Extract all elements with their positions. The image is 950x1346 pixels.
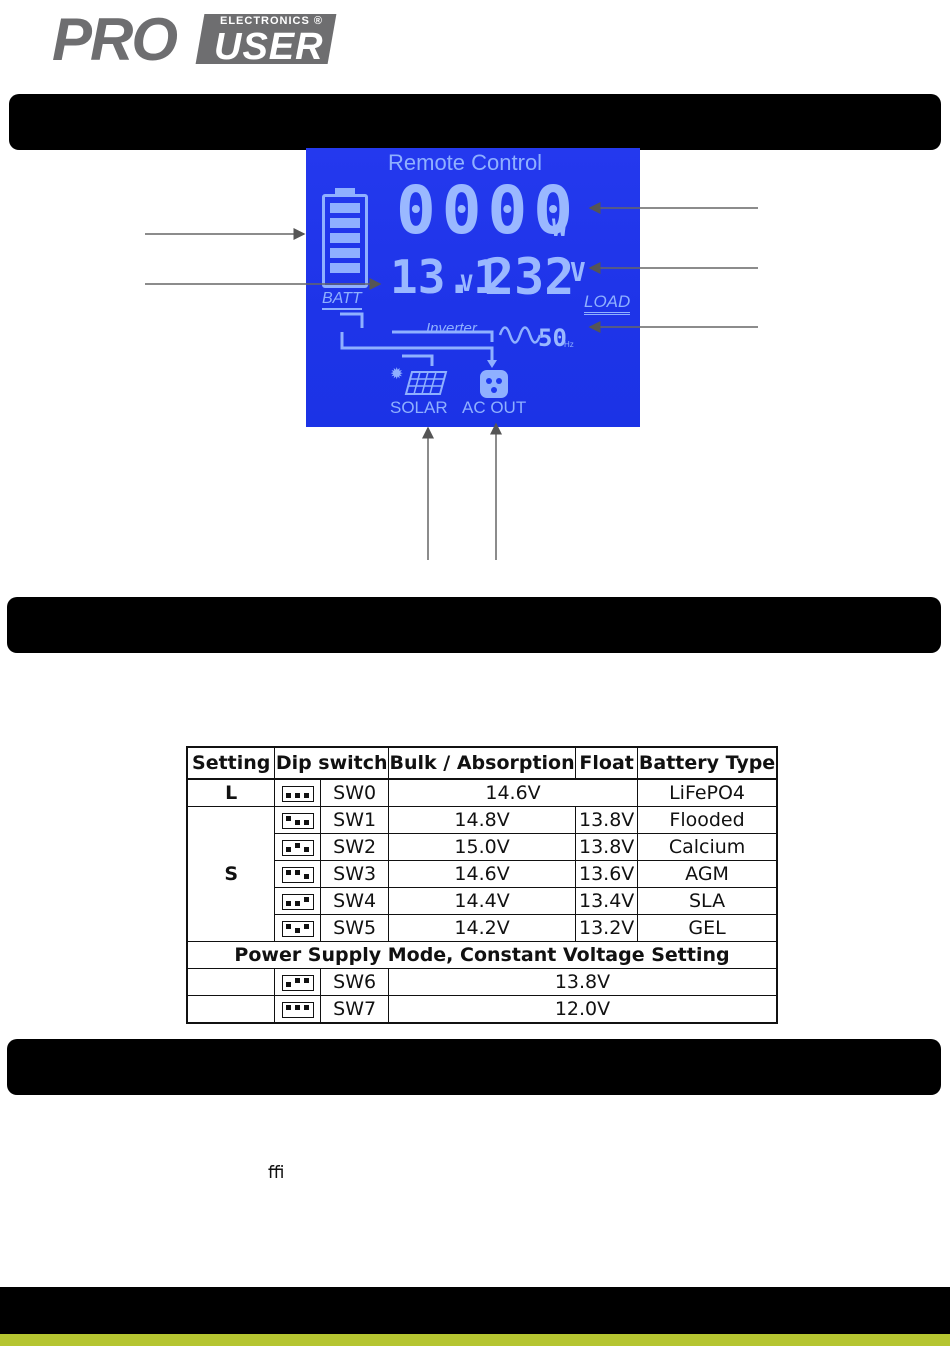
dip-switch-icon xyxy=(281,974,314,991)
dip-switch-icon xyxy=(281,866,314,883)
type-cell: LiFePO4 xyxy=(637,778,778,807)
table-header-row: Setting Dip switch Bulk / Absorption Flo… xyxy=(186,746,778,780)
table-row: SW2 15.0V 13.8V Calcium xyxy=(187,833,778,861)
bulk-cell: 14.6V xyxy=(387,778,639,807)
table-row: SW4 14.4V 13.4V SLA xyxy=(187,887,778,915)
type-cell: SLA xyxy=(637,887,778,915)
output-voltage-readout: 232 xyxy=(484,248,575,306)
dip-switch-icon xyxy=(281,1001,314,1018)
solar-label: SOLAR xyxy=(390,398,448,417)
logo-user-text: USER xyxy=(214,26,324,68)
footer-accent-stripe xyxy=(0,1334,950,1346)
stray-ligature-text: ﬃ xyxy=(268,1163,285,1182)
dip-switch-icon xyxy=(281,812,314,829)
lcd-title: Remote Control xyxy=(388,150,543,175)
switch-cell: SW6 xyxy=(320,968,389,996)
bulk-cell: 14.6V xyxy=(387,860,577,888)
battery-voltage-readout: 13.1 xyxy=(390,250,501,304)
ac-socket-icon xyxy=(480,370,508,398)
float-cell: 13.8V xyxy=(575,806,639,834)
logo-pro-text: PRO xyxy=(52,6,178,73)
section-header-bar-1 xyxy=(9,94,941,150)
switch-cell: SW4 xyxy=(320,887,389,915)
dip-switch-icon xyxy=(281,920,314,937)
setting-cell: L xyxy=(186,778,276,807)
battery-icon xyxy=(322,188,368,288)
float-cell: 13.8V xyxy=(575,833,639,861)
switch-cell: SW7 xyxy=(320,995,389,1024)
table-row: SW6 13.8V xyxy=(186,968,778,996)
lcd-display: Remote Control 0000 W 13.1 V 232 V BATT … xyxy=(306,148,640,427)
value-cell: 13.8V xyxy=(387,968,778,996)
table-row: S SW1 14.8V 13.8V Flooded xyxy=(186,806,778,942)
watts-readout: 0000 xyxy=(396,172,579,249)
bulk-cell: 15.0V xyxy=(387,833,577,861)
callout-lines xyxy=(145,202,758,560)
dip-switch-icon xyxy=(281,893,314,910)
value-cell: 12.0V xyxy=(387,995,778,1024)
header-dip-switch: Dip switch xyxy=(274,746,389,780)
dip-switch-icon xyxy=(281,785,314,802)
logo-electronics-text: ELECTRONICS ® xyxy=(220,15,323,27)
bulk-cell: 14.4V xyxy=(387,887,577,915)
switch-cell: SW0 xyxy=(320,778,389,807)
sine-wave-icon xyxy=(498,326,540,344)
table-row: Power Supply Mode, Constant Voltage Sett… xyxy=(186,941,778,969)
type-cell: AGM xyxy=(637,860,778,888)
float-cell: 13.4V xyxy=(575,887,639,915)
dip-switch-table: Setting Dip switch Bulk / Absorption Flo… xyxy=(186,746,778,1024)
setting-cell: S xyxy=(186,806,276,942)
solar-panel-icon xyxy=(404,371,448,395)
table-row: SW5 14.2V 13.2V GEL xyxy=(187,914,778,942)
dip-switch-icon xyxy=(281,839,314,856)
float-cell: 13.6V xyxy=(575,860,639,888)
header-float: Float xyxy=(575,746,639,780)
float-cell: 13.2V xyxy=(575,914,639,942)
table-row: L SW0 14.6V LiFePO4 xyxy=(186,778,778,807)
type-cell: Calcium xyxy=(637,833,778,861)
bulk-cell: 14.2V xyxy=(387,914,577,942)
switch-cell: SW2 xyxy=(320,833,389,861)
type-cell: Flooded xyxy=(637,806,778,834)
table-row: SW3 14.6V 13.6V AGM xyxy=(187,860,778,888)
power-flow-lines xyxy=(340,312,497,368)
battery-voltage-unit: V xyxy=(460,272,474,297)
power-supply-heading: Power Supply Mode, Constant Voltage Sett… xyxy=(186,941,778,969)
load-label: LOAD xyxy=(584,292,631,315)
switch-cell: SW1 xyxy=(320,806,389,834)
header-setting: Setting xyxy=(186,746,276,780)
section-header-bar-3 xyxy=(7,1039,941,1095)
type-cell: GEL xyxy=(637,914,778,942)
header-bulk: Bulk / Absorption xyxy=(387,746,577,780)
bulk-cell: 14.8V xyxy=(387,806,577,834)
brand-logo: PRO ELECTRONICS ® USER xyxy=(52,6,337,73)
sun-icon: ✹ xyxy=(390,366,404,383)
output-voltage-unit: V xyxy=(570,258,586,288)
frequency-readout: 50 xyxy=(538,324,567,352)
ac-out-label: AC OUT xyxy=(462,398,527,417)
switch-cell: SW3 xyxy=(320,860,389,888)
switch-cell: SW5 xyxy=(320,914,389,942)
section-header-bar-2 xyxy=(7,597,941,653)
batt-label: BATT xyxy=(322,290,362,310)
watts-unit: W xyxy=(552,214,567,242)
footer-bar xyxy=(0,1287,950,1334)
table-row: SW7 12.0V xyxy=(186,995,778,1024)
header-battery-type: Battery Type xyxy=(637,746,778,780)
frequency-unit: Hz xyxy=(564,340,574,349)
